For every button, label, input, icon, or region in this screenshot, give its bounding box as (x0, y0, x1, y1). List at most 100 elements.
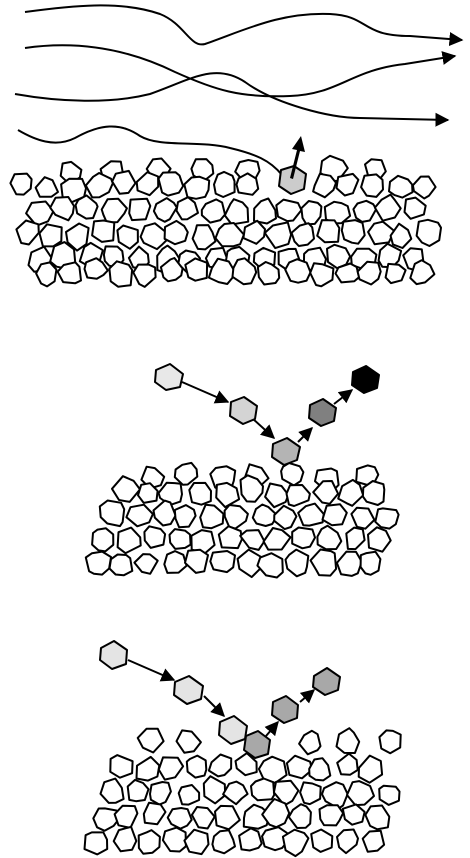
bed-grain (92, 221, 114, 242)
trajectory-arrow (298, 428, 312, 442)
sediment-bed (85, 728, 401, 856)
bed-grain (405, 198, 426, 219)
bed-grain (309, 758, 330, 780)
bed-grain (204, 776, 225, 803)
bed-grain (283, 830, 309, 856)
bed-grain (175, 463, 198, 485)
bed-grain (209, 755, 231, 777)
bed-grain (225, 505, 248, 529)
bed-grain (375, 508, 398, 528)
bed-grain (342, 220, 365, 244)
bed-grain (265, 222, 291, 248)
bed-grain (379, 730, 400, 753)
bed-grain (189, 483, 211, 505)
bed-grain (286, 550, 309, 577)
bed-grain (264, 528, 291, 550)
bed-grain (351, 508, 374, 529)
trajectory-arrow (266, 722, 278, 736)
bed-grain (254, 199, 276, 224)
bed-grain (375, 195, 401, 221)
bed-grain (317, 526, 341, 550)
bed-grain (114, 827, 137, 852)
bed-grain (311, 830, 332, 852)
bed-grain (240, 530, 264, 550)
bed-grain (300, 782, 321, 804)
bed-grain (368, 222, 394, 245)
bed-grain (112, 476, 140, 502)
bed-grain (274, 506, 296, 529)
bed-grain (134, 554, 157, 574)
bed-grain (413, 177, 436, 199)
bed-grain (338, 480, 363, 506)
bed-grain (154, 198, 177, 222)
saltating-grains (155, 364, 379, 465)
flow-streamline (15, 73, 448, 120)
impacting-grain (100, 641, 127, 669)
bed-grain (36, 177, 58, 197)
bed-grain (159, 757, 183, 779)
bed-grain (337, 754, 358, 775)
bed-grain (292, 528, 315, 549)
impacting-grain (219, 716, 247, 744)
bed-grain (133, 265, 155, 287)
bed-grain (281, 463, 303, 486)
bed-grain (233, 258, 257, 284)
bed-grain (365, 806, 389, 830)
bed-grain (310, 263, 333, 286)
bed-grain (379, 786, 399, 805)
bed-grain (223, 782, 248, 805)
bed-grain (159, 172, 184, 195)
bed-grain (337, 174, 359, 196)
flow-streamlines (15, 5, 462, 175)
bed-grain (215, 806, 240, 829)
trajectory-arrow (334, 390, 352, 404)
bed-grain (410, 260, 434, 284)
flow-streamline (25, 45, 455, 96)
bed-grain (16, 221, 38, 245)
bed-grain (251, 779, 274, 801)
bed-grain (40, 224, 62, 246)
bed-grain (210, 551, 235, 572)
bed-grain (337, 728, 360, 753)
saltating-grain (230, 397, 257, 424)
bed-grain (239, 828, 262, 850)
bed-grain (214, 172, 235, 197)
bed-grain (202, 199, 225, 222)
impacting-grain (174, 676, 203, 704)
bed-grain (243, 221, 265, 244)
bed-grain (353, 201, 376, 222)
bed-grain (363, 481, 384, 505)
ejected-grain (272, 696, 298, 723)
bed-grain (170, 529, 191, 549)
bed-grain (85, 832, 108, 854)
bed-grain (184, 830, 208, 854)
impacting-grains (100, 641, 247, 744)
bed-grain (109, 261, 132, 286)
trajectory-arrow (204, 696, 224, 716)
bed-grain (163, 828, 186, 852)
trajectory-arrow (128, 660, 174, 680)
panel-saltation-rebound (86, 364, 399, 578)
bed-grain (126, 505, 152, 527)
bed-grain (179, 785, 199, 805)
bed-grain (138, 729, 164, 753)
panel-flow-entrainment (10, 5, 462, 286)
bed-grain (391, 224, 412, 248)
bed-grain (165, 221, 188, 244)
bed-grain (50, 197, 74, 220)
bed-grain (287, 485, 310, 506)
bed-grain (175, 505, 196, 527)
bed-grain (219, 526, 242, 548)
bed-grain (112, 171, 135, 194)
bed-grain (323, 504, 347, 525)
bed-grain (311, 550, 337, 576)
bed-grain (86, 552, 111, 575)
bed-grain (292, 223, 314, 246)
trajectory-arrow (182, 382, 228, 402)
bed-grain (313, 481, 338, 504)
bed-grain (289, 804, 311, 828)
bed-grain (216, 223, 244, 246)
bed-grain (185, 258, 207, 280)
bed-grain (102, 199, 127, 223)
bed-grain (276, 200, 301, 222)
